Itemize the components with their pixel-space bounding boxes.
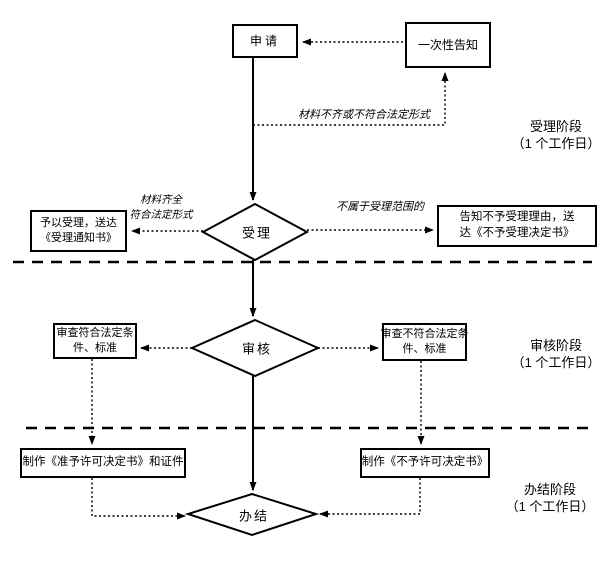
node-make-denial-label: 制作《不予许可决定书》 — [361, 456, 489, 469]
node-apply: 申请 — [232, 24, 298, 58]
node-apply-label: 申请 — [249, 33, 280, 48]
stage-label-review: 审核阶段 （1 个工作日） — [501, 337, 605, 371]
review-diamond-label: 审核 — [241, 341, 273, 357]
annotation-out-of-scope: 不属于受理范围的 — [336, 200, 424, 213]
node-review-fail: 审查不符合法定条 件、标准 — [380, 323, 469, 361]
node-make-denial: 制作《不予许可决定书》 — [360, 448, 490, 478]
stage-label-finish-duration: （1 个工作日） — [505, 499, 595, 514]
node-accept-yes: 予以受理，送达 《受理通知书》 — [30, 210, 127, 252]
node-review-fail-line2: 件、标准 — [402, 343, 447, 355]
annotation-materials-complete: 材料齐全 符合法定形式 — [122, 193, 200, 223]
node-one-time-notice-label: 一次性告知 — [417, 37, 478, 52]
node-review-pass-line2: 件、标准 — [73, 342, 117, 354]
arrow-permit-to-finish — [91, 478, 186, 520]
node-accept-yes-line1: 予以受理，送达 — [40, 217, 117, 230]
node-review-pass: 审查符合法定条 件、标准 — [53, 323, 137, 359]
annotation-materials-complete-line2: 符合法定形式 — [129, 209, 193, 221]
review-diamond — [189, 318, 321, 378]
node-accept-no-line2: 达《不予受理决定书》 — [459, 227, 575, 239]
arrow-incomplete-to-notice — [253, 72, 449, 126]
stage-label-finish-name: 办结阶段 — [523, 482, 576, 497]
finish-diamond-label: 办结 — [238, 508, 270, 524]
node-accept-no: 告知不予受理理由，送 达《不予受理决定书》 — [437, 205, 597, 247]
annotation-materials-complete-line1: 材料齐全 — [140, 194, 182, 206]
stage-label-accept-name: 受理阶段 — [529, 119, 582, 134]
node-one-time-notice: 一次性告知 — [405, 22, 491, 68]
node-make-permit-label: 制作《准予许可决定书》和证件 — [22, 456, 184, 469]
stage-label-finish: 办结阶段 （1 个工作日） — [495, 481, 605, 515]
stage-label-review-duration: （1 个工作日） — [511, 355, 601, 370]
stage-label-accept: 受理阶段 （1 个工作日） — [501, 118, 605, 152]
accept-diamond — [200, 202, 310, 262]
node-make-permit: 制作《准予许可决定书》和证件 — [20, 448, 186, 478]
node-review-pass-line1: 审查符合法定条 — [56, 327, 134, 340]
stage-label-review-name: 审核阶段 — [529, 338, 582, 353]
arrow-denial-to-finish — [319, 478, 421, 518]
accept-diamond-label: 受理 — [241, 225, 273, 241]
finish-diamond — [184, 492, 320, 537]
annotation-materials-incomplete: 材料不齐或不符合法定形式 — [298, 108, 430, 121]
node-review-fail-line1: 审查不符合法定条 — [380, 328, 469, 341]
node-accept-yes-line2: 《受理通知书》 — [40, 232, 117, 244]
stage-label-accept-duration: （1 个工作日） — [511, 136, 601, 151]
node-accept-no-line1: 告知不予受理理由，送 — [459, 211, 575, 224]
